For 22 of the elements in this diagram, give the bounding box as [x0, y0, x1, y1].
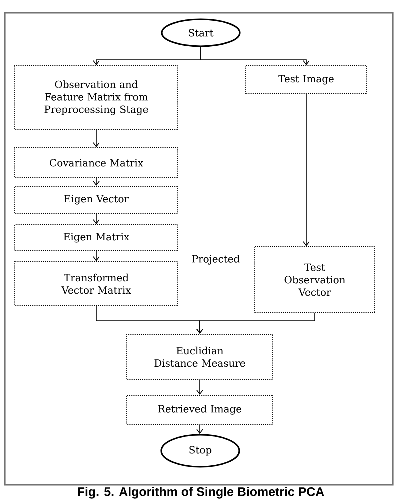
arrow [93, 130, 100, 148]
process-box: Test Image [246, 66, 368, 94]
arrow [196, 313, 316, 334]
arrow [93, 178, 100, 186]
arrow [93, 251, 100, 262]
arrow [196, 380, 204, 396]
caption: Fig. 5. Algorithm of Single Biometric PCA [78, 487, 324, 499]
process-box: Test Observation Vector [254, 246, 376, 314]
process-box: Covariance Matrix [14, 148, 178, 178]
process-box: Eigen Matrix [14, 224, 178, 252]
process-box: Observation and Feature Matrix from Preprocessing Stage [14, 66, 178, 130]
arrow [200, 46, 310, 66]
process-box: Retrieved Image [126, 395, 274, 425]
arrow [93, 214, 100, 225]
arrow [303, 94, 310, 247]
arrow [196, 424, 204, 434]
text-label: Projected [192, 255, 240, 265]
terminator-oval: Stop [160, 434, 240, 468]
process-box: Euclidian Distance Measure [126, 334, 274, 380]
process-box: Transformed Vector Matrix [14, 262, 178, 306]
terminator-oval: Start [161, 18, 241, 48]
process-box: Eigen Vector [14, 186, 178, 214]
